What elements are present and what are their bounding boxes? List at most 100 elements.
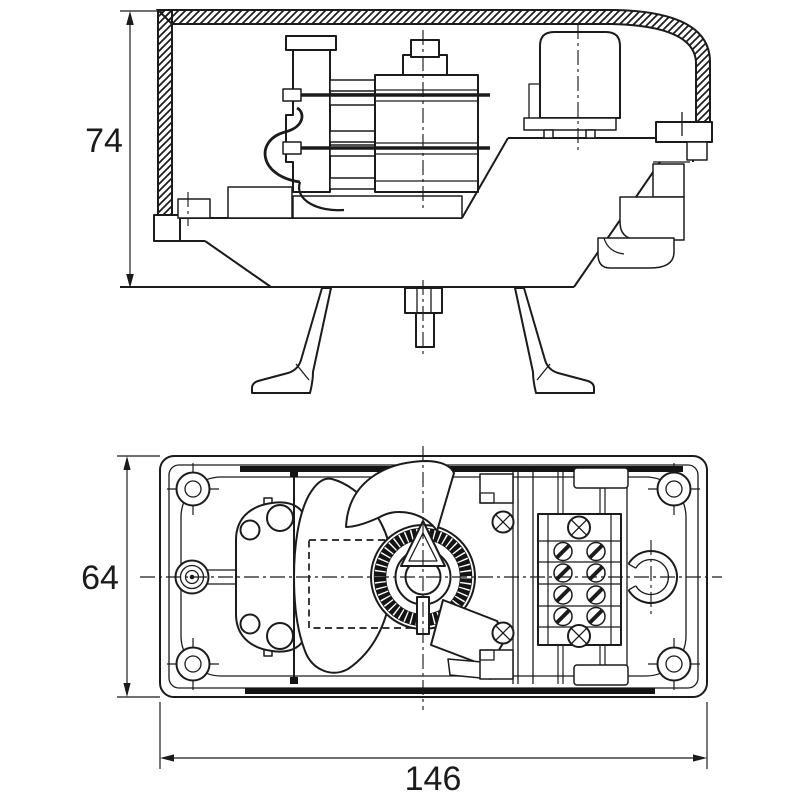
clamp-hole-small xyxy=(239,519,261,541)
motor-terminal-nub-top xyxy=(410,39,440,58)
mounting-boss xyxy=(167,638,219,690)
plate-corner-mark xyxy=(290,677,298,684)
gland-block xyxy=(652,163,685,198)
motor-bracket xyxy=(285,35,376,193)
stop-block-step xyxy=(479,492,495,504)
bracket-finger xyxy=(329,79,376,92)
left-foot-block xyxy=(153,214,181,242)
bracket-cap xyxy=(285,35,337,51)
tie-rod-cap xyxy=(282,88,302,102)
housing-base xyxy=(153,137,694,288)
capacitor-body xyxy=(539,31,621,119)
cable-gland xyxy=(597,112,713,269)
screw-slot xyxy=(555,544,571,559)
lever-arm xyxy=(345,460,455,532)
screw-slot xyxy=(555,587,571,603)
terminal-block xyxy=(537,513,622,648)
dimension-plan-width: 146 xyxy=(159,702,708,798)
boss-hole xyxy=(665,655,683,673)
arrowhead-right xyxy=(693,754,707,762)
tray-bracket xyxy=(573,664,629,686)
gland-body xyxy=(619,196,685,241)
platform-left-diagonal xyxy=(461,137,509,219)
capacitor-foot xyxy=(585,129,596,139)
bracket-finger xyxy=(329,130,376,143)
capacitor-foot xyxy=(543,129,554,139)
mounting-legs xyxy=(251,287,595,394)
boss-outer xyxy=(175,646,211,682)
arrowhead-down xyxy=(123,683,131,697)
clamp-hole-large xyxy=(266,622,294,650)
motor-stack xyxy=(374,74,479,193)
motor-base-plate xyxy=(292,195,463,219)
right-leg-gusset xyxy=(536,363,551,381)
stop-block xyxy=(479,473,514,504)
screw-cross xyxy=(570,519,588,536)
lever-flag xyxy=(430,473,515,680)
arrowhead-up xyxy=(126,11,134,25)
capacitor-box xyxy=(523,24,621,150)
output-shaft xyxy=(404,280,443,358)
standoff-block xyxy=(177,198,211,219)
side-elevation-view: 74 xyxy=(85,9,713,394)
screw-cross xyxy=(495,514,511,530)
skirt-right-diagonal xyxy=(573,161,661,288)
boss-outer xyxy=(175,471,211,507)
boss-outer xyxy=(656,471,692,507)
mounting-boss xyxy=(648,638,700,690)
dimension-label-146: 146 xyxy=(405,760,462,798)
flange-block xyxy=(686,141,708,161)
boss-hole xyxy=(665,480,683,498)
bottom-plan-view: 64 146 xyxy=(81,446,722,798)
capacitor-bracket xyxy=(528,83,540,130)
standoff-block xyxy=(227,186,293,219)
screw-cross xyxy=(495,625,511,641)
wire-lead xyxy=(297,181,345,212)
entry-join xyxy=(628,585,637,591)
clamp-hole-large xyxy=(266,504,294,532)
cable-entry xyxy=(627,540,678,616)
screw-slot xyxy=(555,609,571,624)
dimension-label-64: 64 xyxy=(81,559,119,597)
mounting-boss xyxy=(167,463,219,515)
stop-block-step xyxy=(479,649,495,661)
corner-bosses xyxy=(167,463,700,690)
entry-outer-arc xyxy=(627,550,678,604)
bracket-plate xyxy=(285,49,331,193)
screw-slot xyxy=(588,544,604,559)
tray-bracket xyxy=(573,467,629,489)
boss-hole xyxy=(184,655,202,673)
terminal-tray xyxy=(532,467,629,686)
stop-block xyxy=(479,649,514,680)
tie-rod-cap xyxy=(282,141,302,155)
cross-screw xyxy=(567,624,591,648)
skirt-left-diagonal xyxy=(204,240,272,288)
gland-curve xyxy=(603,237,625,255)
bracket-finger xyxy=(329,177,376,190)
dimension-side-height: 74 xyxy=(85,10,162,288)
screw-slot xyxy=(588,609,604,624)
left-leg-gusset xyxy=(295,363,310,381)
left-leg xyxy=(251,287,332,394)
entry-join xyxy=(628,563,637,569)
arrowhead-left xyxy=(160,754,174,762)
wire-loop xyxy=(263,106,304,184)
boss-outer xyxy=(656,646,692,682)
cross-screw xyxy=(491,510,515,534)
clamp-hole-small xyxy=(239,613,261,635)
mounting-boss xyxy=(648,463,700,515)
dimension-label-74: 74 xyxy=(85,122,123,160)
cover-left-wall xyxy=(157,9,173,216)
boss-hole xyxy=(184,480,202,498)
plate-corner-mark xyxy=(290,470,298,477)
capacitor-base-bar xyxy=(523,117,617,131)
dimension-plan-height: 64 xyxy=(81,455,160,698)
arrowhead-up xyxy=(123,456,131,470)
right-leg xyxy=(514,287,595,394)
motor-assembly xyxy=(282,30,490,208)
arrowhead-down xyxy=(126,274,134,288)
gland-tongue xyxy=(597,237,675,269)
gland-flange xyxy=(655,121,713,143)
